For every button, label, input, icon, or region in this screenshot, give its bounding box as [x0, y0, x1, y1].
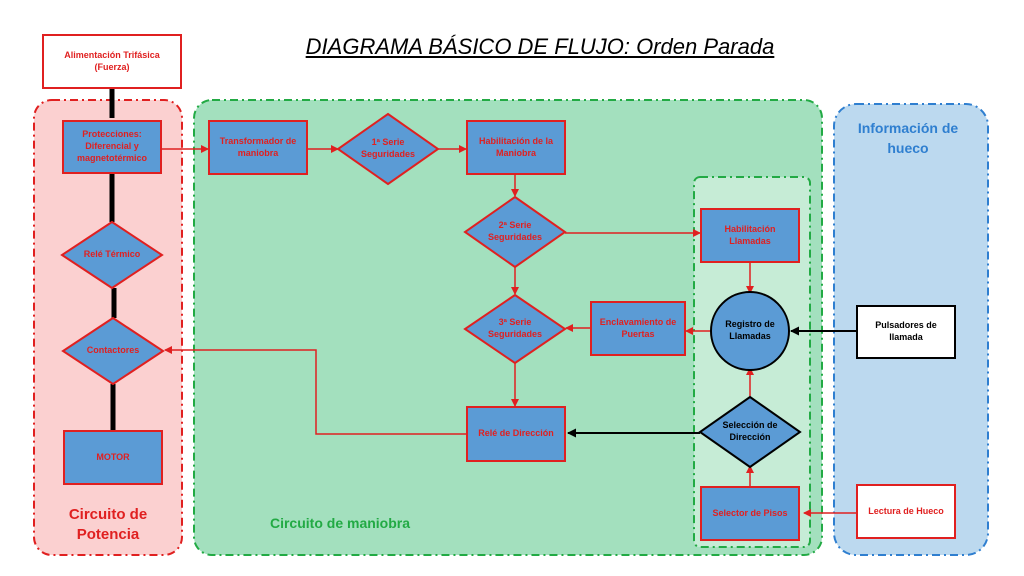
node-habilitacion-llamadas: Habilitación Llamadas	[700, 208, 800, 263]
serie2-diamond	[463, 195, 567, 269]
node-alimentacion: Alimentación Trifásica (Fuerza)	[42, 34, 182, 89]
label-registro: Registro de Llamadas	[725, 319, 775, 341]
flow-reledir-contactores	[164, 346, 467, 435]
contactores-diamond	[61, 316, 165, 386]
zone-label-hueco: Información de hueco	[857, 120, 959, 157]
zone-label-potencia: Circuito de Potencia	[68, 506, 148, 544]
node-protecciones: Protecciones: Diferencial y magnetotérmi…	[62, 120, 162, 174]
rele-termico-diamond	[60, 220, 164, 290]
serie1-diamond	[336, 112, 440, 186]
label-seleccion: Selección de Dirección	[722, 420, 778, 442]
registro-circle	[710, 291, 790, 371]
node-rele-direccion: Relé de Dirección	[466, 406, 566, 462]
zone-label-maniobra: Circuito de maniobra	[269, 515, 411, 531]
node-habilitacion-maniobra: Habilitación de la Maniobra	[466, 120, 566, 175]
node-motor: MOTOR	[63, 430, 163, 485]
node-pulsadores: Pulsadores de llamada	[856, 305, 956, 359]
page-title: DIAGRAMA BÁSICO DE FLUJO: Orden Parada	[305, 34, 775, 59]
seleccion-diamond	[698, 395, 802, 469]
label-serie3: 3ª Serie Seguridades	[487, 317, 543, 339]
serie3-diamond	[463, 293, 567, 365]
node-selector: Selector de Pisos	[700, 486, 800, 541]
label-serie1: 1ª Serie Seguridades	[360, 137, 416, 159]
node-transformador: Transformador de maniobra	[208, 120, 308, 175]
node-enclavamiento: Enclavamiento de Puertas	[590, 301, 686, 356]
node-lectura: Lectura de Hueco	[856, 484, 956, 539]
label-contactores: Contactores	[86, 345, 140, 356]
label-rele-termico: Relé Térmico	[83, 249, 141, 260]
label-serie2: 2ª Serie Seguridades	[487, 220, 543, 242]
